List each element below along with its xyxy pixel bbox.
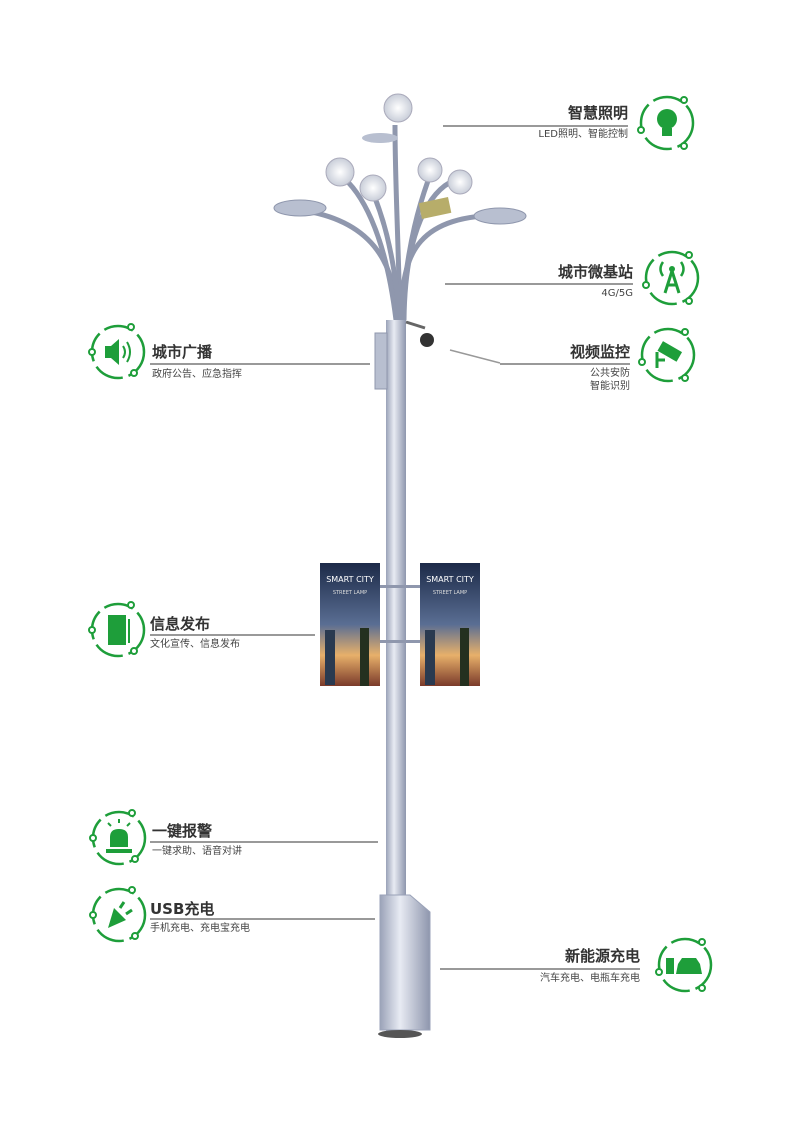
video-sub-1: 公共安防 xyxy=(590,368,630,379)
usb-sub: 手机充电、充电宝充电 xyxy=(150,923,250,934)
speaker-icon xyxy=(88,323,146,380)
leader-line xyxy=(445,283,633,285)
base-station-sub: 4G/5G xyxy=(601,288,633,299)
banner-left xyxy=(320,563,380,686)
lamp-globe xyxy=(447,169,473,195)
leader-line xyxy=(500,363,630,365)
cctv-camera-icon xyxy=(638,327,696,383)
leader-line xyxy=(449,349,501,364)
banner-bracket xyxy=(380,640,420,643)
lamp-globe xyxy=(383,93,413,123)
usb-title: USB充电 xyxy=(150,900,215,918)
lamp-arm-cap xyxy=(473,207,527,225)
broadcast-sub: 政府公告、应急指挥 xyxy=(152,369,242,380)
banner-left-title: SMART CITY xyxy=(326,575,374,584)
lamp-head xyxy=(299,124,506,321)
info-sub: 文化宣传、信息发布 xyxy=(150,639,240,650)
video-sub-2: 智能识别 xyxy=(590,381,630,392)
camera xyxy=(420,333,434,347)
usb-plug-icon xyxy=(89,886,147,943)
antenna-tower-icon xyxy=(642,250,700,306)
info-title: 信息发布 xyxy=(150,615,211,633)
banner-right-subtitle: STREET LAMP xyxy=(432,590,468,596)
lightbulb-icon xyxy=(637,95,695,151)
base-station-title: 城市微基站 xyxy=(557,263,633,281)
banner-bracket xyxy=(380,585,420,588)
speaker-box xyxy=(374,332,388,390)
lighting-sub: LED照明、智能控制 xyxy=(538,129,628,140)
banner-right xyxy=(420,563,480,686)
alarm-sub: 一键求助、语音对讲 xyxy=(152,846,242,857)
ev-charging-icon xyxy=(655,937,713,993)
ev-title: 新能源充电 xyxy=(564,947,640,965)
video-title: 视频监控 xyxy=(569,343,630,361)
lamp-globe xyxy=(359,174,387,202)
leader-line xyxy=(150,363,370,365)
lamp-arm-cap xyxy=(362,133,398,143)
banner-right-title: SMART CITY xyxy=(426,575,474,584)
lighting-title: 智慧照明 xyxy=(567,104,628,122)
alarm-title: 一键报警 xyxy=(152,822,213,840)
lamp-globe xyxy=(417,157,443,183)
pole-base xyxy=(378,1030,422,1038)
pole xyxy=(386,320,406,1035)
leader-line xyxy=(443,125,628,127)
ev-sub: 汽车充电、电瓶车充电 xyxy=(540,973,640,984)
leader-line xyxy=(150,634,315,636)
lamp-arm-cap xyxy=(273,199,327,217)
banner-left-subtitle: STREET LAMP xyxy=(332,590,368,596)
charging-box xyxy=(379,894,431,1031)
leader-line xyxy=(150,841,378,843)
lamp-globe xyxy=(325,157,355,187)
led-screen-icon xyxy=(88,601,146,658)
camera-mount xyxy=(405,320,426,330)
broadcast-title: 城市广播 xyxy=(152,343,213,361)
alarm-siren-icon xyxy=(89,809,147,866)
leader-line xyxy=(150,918,375,920)
led-panel xyxy=(418,197,452,219)
leader-line xyxy=(440,968,640,970)
